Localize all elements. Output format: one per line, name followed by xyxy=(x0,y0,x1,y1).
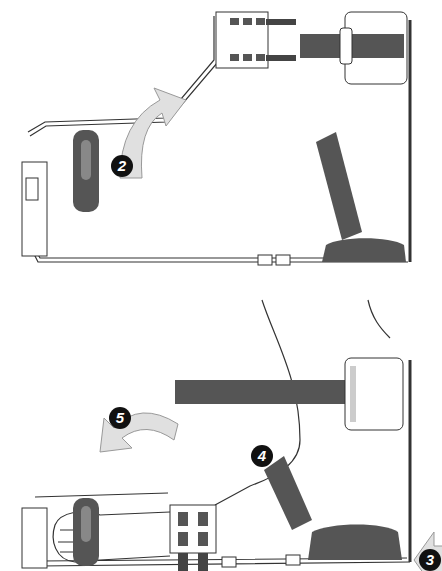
hand-strap xyxy=(73,498,99,566)
wrist-bracket xyxy=(170,505,216,553)
cuff-strap xyxy=(352,34,404,58)
bracket-slot xyxy=(178,532,188,546)
upper-arm-cuff xyxy=(345,12,407,84)
bracket-slot xyxy=(230,18,239,25)
bracket-slot xyxy=(256,18,265,25)
strap-end xyxy=(198,553,208,571)
callout-number: 3 xyxy=(419,549,441,571)
bracket-slot xyxy=(243,18,252,25)
strap-end xyxy=(178,553,188,571)
bracket-slot xyxy=(178,512,188,526)
strap-end xyxy=(266,19,296,25)
arm-outline xyxy=(368,300,390,338)
hand-outline xyxy=(53,512,170,562)
motion-arrow xyxy=(414,532,442,571)
frame-upright xyxy=(409,20,412,262)
frame-rail xyxy=(35,493,168,497)
rail-clip xyxy=(222,557,236,567)
strap-tab xyxy=(81,506,91,542)
bracket-slot xyxy=(243,54,252,61)
callout-number: 5 xyxy=(109,407,131,429)
cuff-strap xyxy=(175,380,347,404)
strap-end xyxy=(266,55,296,61)
upper-arm-cuff xyxy=(345,358,403,430)
elbow-strap xyxy=(264,456,312,530)
hand-plate xyxy=(22,508,47,568)
bracket-slot xyxy=(230,54,239,61)
frame-upright xyxy=(409,360,412,562)
hand-strap xyxy=(73,130,99,212)
bracket-slot xyxy=(198,532,208,546)
strap-tab xyxy=(81,140,91,180)
elbow-pad xyxy=(322,238,406,262)
rail-clip xyxy=(286,555,300,565)
bracket-slot xyxy=(198,512,208,526)
strap-buckle xyxy=(340,28,352,64)
hand-plate xyxy=(22,162,47,256)
cuff-edge xyxy=(350,366,356,422)
bracket-slot xyxy=(256,54,265,61)
elbow-strap xyxy=(316,132,362,240)
elbow-pad xyxy=(308,525,402,561)
callout-number: 4 xyxy=(251,445,273,467)
plate-detail xyxy=(26,178,38,200)
frame-rail xyxy=(30,16,218,136)
hinge-bracket xyxy=(216,12,268,68)
callout-number: 2 xyxy=(111,155,133,177)
frame-rail xyxy=(28,16,214,132)
rail-clip xyxy=(276,255,290,265)
rail-clip xyxy=(258,255,272,265)
